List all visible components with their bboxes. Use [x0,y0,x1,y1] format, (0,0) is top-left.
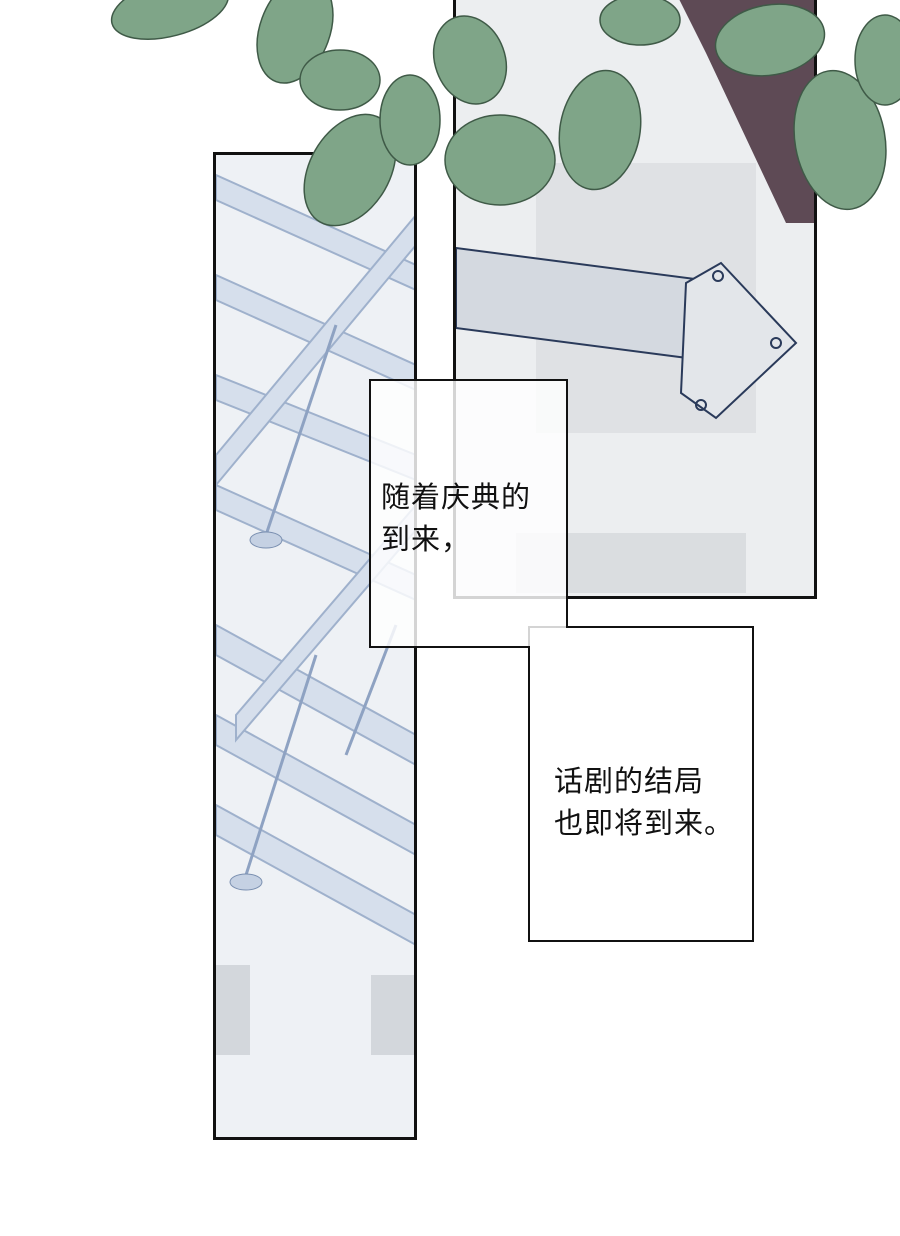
caption-box-2: 话剧的结局 也即将到来。 [528,626,754,942]
panel-stair-railing [213,152,417,1140]
caption-2-line-1: 话剧的结局 [554,764,705,798]
caption-join [530,628,569,649]
caption-box-1: 随着庆典的 到来， [369,379,568,648]
caption-1-line-1: 随着庆典的 [381,480,532,514]
caption-2-line-2: 也即将到来。 [554,806,735,840]
railing-illustration [216,173,414,1055]
caption-1-line-2: 到来， [381,522,472,556]
leaves-overlay [110,0,900,227]
